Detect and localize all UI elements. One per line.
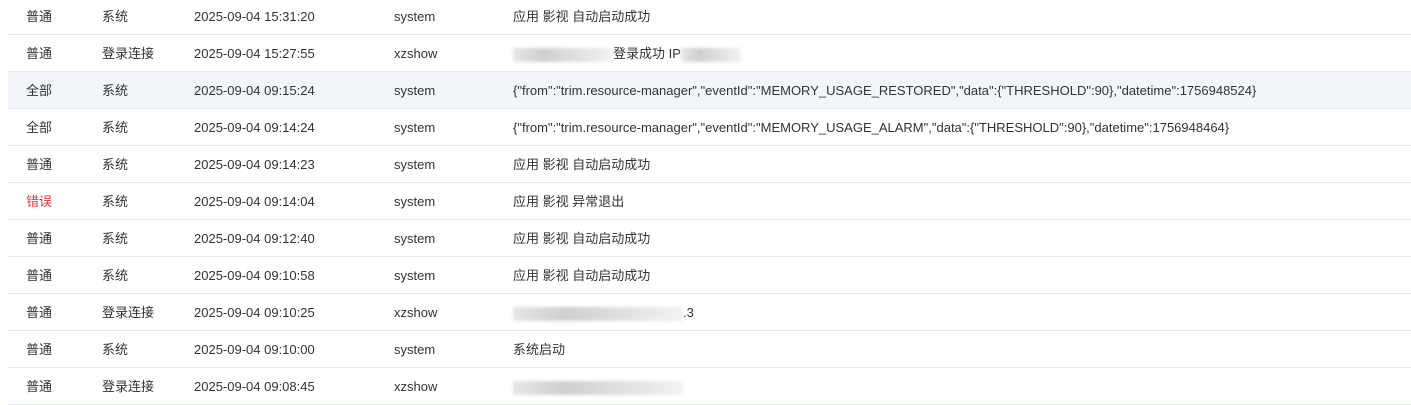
level-cell: 普通: [26, 342, 53, 357]
table-row[interactable]: 全部 系统 2025-09-04 09:15:24 system {"from":"tr…: [8, 72, 1411, 109]
table-row[interactable]: 普通 系统 2025-09-04 09:10:00 system 系统启动: [8, 331, 1411, 368]
user-cell: system: [394, 194, 436, 209]
level-cell: 全部: [26, 83, 53, 98]
user-cell: xzshow: [394, 46, 438, 61]
table-row[interactable]: 普通 登录连接 2025-09-04 09:08:45 xzshow: [8, 368, 1411, 405]
time-cell: 2025-09-04 15:31:20: [194, 9, 315, 24]
table-row[interactable]: 错误 系统 2025-09-04 09:14:04 system 应用 影视 异常退出: [8, 183, 1411, 220]
user-cell: system: [394, 120, 436, 135]
redacted-text: [513, 380, 683, 395]
time-cell: 2025-09-04 09:08:45: [194, 379, 315, 394]
time-cell: 2025-09-04 09:12:40: [194, 231, 315, 246]
table-row[interactable]: 普通 系统 2025-09-04 15:31:20 system 应用 影视 自动启动成…: [8, 0, 1411, 35]
level-cell: 普通: [26, 268, 53, 283]
category-cell: 系统: [102, 9, 129, 24]
category-cell: 系统: [102, 83, 129, 98]
time-cell: 2025-09-04 09:10:58: [194, 268, 315, 283]
table-row[interactable]: 普通 登录连接 2025-09-04 09:10:25 xzshow .3: [8, 294, 1411, 331]
category-cell: 系统: [102, 231, 129, 246]
time-cell: 2025-09-04 09:10:25: [194, 305, 315, 320]
table-row[interactable]: 普通 系统 2025-09-04 09:10:58 system 应用 影视 自动启动成…: [8, 257, 1411, 294]
category-cell: 系统: [102, 157, 129, 172]
user-cell: system: [394, 268, 436, 283]
redacted-text: [680, 47, 741, 62]
message-cell: 应用 影视 自动启动成功: [513, 268, 651, 283]
level-cell: 普通: [26, 305, 53, 320]
category-cell: 登录连接: [102, 305, 155, 320]
time-cell: 2025-09-04 09:14:04: [194, 194, 315, 209]
time-cell: 2025-09-04 09:10:00: [194, 342, 315, 357]
message-cell: {"from":"trim.resource-manager","eventId…: [513, 120, 1230, 135]
level-cell: 全部: [26, 120, 53, 135]
table-row[interactable]: 全部 系统 2025-09-04 09:14:24 system {"from":"tr…: [8, 109, 1411, 146]
message-cell: 应用 影视 自动启动成功: [513, 157, 651, 172]
category-cell: 系统: [102, 268, 129, 283]
time-cell: 2025-09-04 09:14:23: [194, 157, 315, 172]
redacted-text: [513, 47, 613, 62]
user-cell: xzshow: [394, 305, 438, 320]
message-cell: {"from":"trim.resource-manager","eventId…: [513, 83, 1257, 98]
user-cell: system: [394, 9, 436, 24]
table-row[interactable]: 普通 系统 2025-09-04 09:14:23 system 应用 影视 自动启动成…: [8, 146, 1411, 183]
level-cell: 错误: [26, 194, 53, 209]
level-cell: 普通: [26, 231, 53, 246]
message-cell: 应用 影视 自动启动成功: [513, 9, 651, 24]
message-cell: 登录成功 IP: [513, 35, 741, 72]
category-cell: 登录连接: [102, 379, 155, 394]
level-cell: 普通: [26, 379, 53, 394]
table-row[interactable]: 普通 登录连接 2025-09-04 15:27:55 xzshow 登录成功 IP: [8, 35, 1411, 72]
message-text: .3: [683, 305, 694, 320]
time-cell: 2025-09-04 09:15:24: [194, 83, 315, 98]
message-cell: 系统启动: [513, 342, 566, 357]
level-cell: 普通: [26, 9, 53, 24]
user-cell: system: [394, 157, 436, 172]
level-cell: 普通: [26, 157, 53, 172]
time-cell: 2025-09-04 15:27:55: [194, 46, 315, 61]
message-text: 登录成功 IP: [613, 46, 681, 61]
table-row[interactable]: 普通 系统 2025-09-04 09:12:40 system 应用 影视 自动启动成…: [8, 220, 1411, 257]
category-cell: 登录连接: [102, 46, 155, 61]
redacted-text: [513, 306, 683, 321]
level-cell: 普通: [26, 46, 53, 61]
message-cell: 应用 影视 异常退出: [513, 194, 625, 209]
user-cell: system: [394, 231, 436, 246]
user-cell: xzshow: [394, 379, 438, 394]
user-cell: system: [394, 342, 436, 357]
category-cell: 系统: [102, 194, 129, 209]
category-cell: 系统: [102, 342, 129, 357]
message-cell: [513, 368, 683, 405]
user-cell: system: [394, 83, 436, 98]
message-cell: .3: [513, 294, 694, 331]
category-cell: 系统: [102, 120, 129, 135]
message-cell: 应用 影视 自动启动成功: [513, 231, 651, 246]
time-cell: 2025-09-04 09:14:24: [194, 120, 315, 135]
